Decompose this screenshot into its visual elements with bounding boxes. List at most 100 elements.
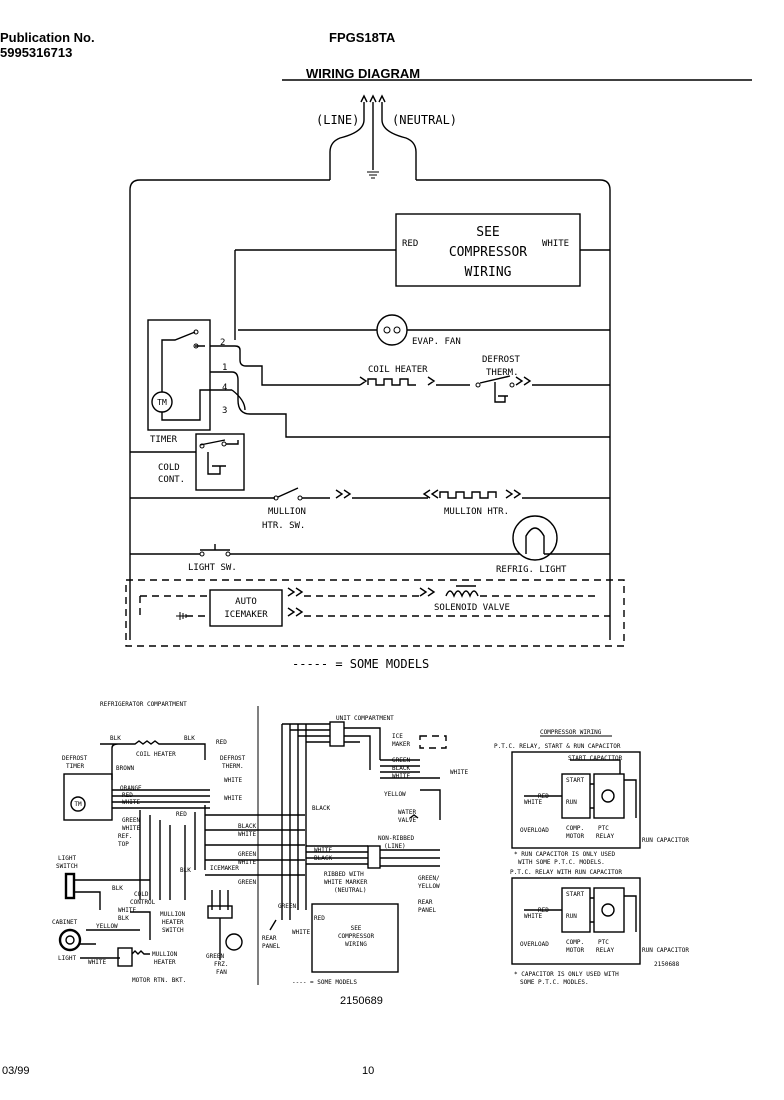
power-cord-connector bbox=[367, 845, 381, 869]
unit-connector bbox=[329, 721, 345, 747]
cold-control-switch-icon bbox=[199, 439, 239, 475]
cabinet-light-icon bbox=[58, 928, 82, 952]
doc-number-right: 2150688 bbox=[654, 961, 680, 968]
water-label: WATER bbox=[398, 809, 416, 816]
overload-label: OVERLOAD bbox=[520, 827, 549, 834]
cold-label: COLD bbox=[158, 463, 180, 473]
terminal-4: 4 bbox=[222, 383, 227, 393]
start-capacitor-label: START CAPACITOR bbox=[568, 755, 623, 762]
some-models-legend: ----- = SOME MODELS bbox=[292, 657, 429, 671]
mullion-sw-label: MULLION bbox=[268, 507, 306, 517]
green-label-5: GREEN bbox=[278, 903, 296, 910]
evap-fan-label: EVAP. FAN bbox=[412, 337, 461, 347]
line-label-2: (LINE) bbox=[384, 843, 406, 850]
blk-label-5: BLK bbox=[118, 915, 129, 922]
frz-label: FRZ. bbox=[214, 961, 228, 968]
note2-line1: * CAPACITOR IS ONLY USED WITH bbox=[514, 971, 619, 978]
white-label-2: WHITE bbox=[224, 795, 242, 802]
terminal-3: 3 bbox=[222, 406, 227, 416]
cabinet-label: CABINET bbox=[52, 919, 78, 926]
timer-motor-icon-2 bbox=[70, 796, 86, 812]
timer-label: TIMER bbox=[150, 435, 178, 445]
light-switch-icon bbox=[199, 544, 231, 557]
wiring-harness-diagram: REFRIGERATOR COMPARTMENT UNIT COMPARTMEN… bbox=[52, 701, 468, 1007]
icemaker-label-2: ICEMAKER bbox=[210, 865, 239, 872]
start-label-2: START bbox=[566, 891, 584, 898]
solenoid-valve-label: SOLENOID VALVE bbox=[434, 603, 510, 613]
heater-label-2: HEATER bbox=[154, 959, 176, 966]
white-label-7: WHITE bbox=[118, 907, 136, 914]
red-label-2: RED bbox=[122, 792, 133, 799]
top-label: TOP bbox=[118, 841, 129, 848]
ptc-relay-with-run-label: P.T.C. RELAY WITH RUN CAPACITOR bbox=[510, 869, 622, 876]
white-label-6: WHITE bbox=[238, 859, 256, 866]
defrost-label-2: DEFROST bbox=[220, 755, 246, 762]
comp-label: COMP. bbox=[566, 825, 584, 832]
refrigerator-compartment-label: REFRIGERATOR COMPARTMENT bbox=[100, 701, 187, 708]
htr-sw-label: HTR. SW. bbox=[262, 521, 305, 531]
rear-label-2: REAR bbox=[418, 899, 433, 906]
publication-number: 5995316713 bbox=[0, 45, 73, 60]
timer-box bbox=[147, 319, 211, 431]
white-label-14: WHITE bbox=[524, 913, 542, 920]
comp-label-2: COMP. bbox=[566, 939, 584, 946]
neutral-label: (NEUTRAL) bbox=[392, 113, 457, 127]
compressor-box-1 bbox=[511, 751, 641, 849]
blk-label-3: BLK bbox=[112, 885, 123, 892]
motor-label: MOTOR bbox=[566, 833, 584, 840]
light-switch-icon-2 bbox=[64, 872, 76, 900]
motor-label-2: MOTOR bbox=[566, 947, 584, 954]
yellow-label-3: YELLOW bbox=[418, 883, 440, 890]
cold-label-2: COLD bbox=[134, 891, 149, 898]
valve-label: VALVE bbox=[398, 817, 416, 824]
publication-label: Publication No. bbox=[0, 30, 95, 45]
red-label-6: RED bbox=[538, 907, 549, 914]
white-label-3: WHITE bbox=[122, 799, 140, 806]
ice-label: ICE bbox=[392, 733, 403, 740]
note1-line2: WITH SOME P.T.C. MODELS. bbox=[518, 859, 605, 866]
compressor-label: COMPRESSOR bbox=[449, 245, 527, 260]
white-label-11: WHITE bbox=[314, 847, 332, 854]
coil-heater-label-2: COIL HEATER bbox=[136, 751, 176, 758]
black-label-2: BLACK bbox=[392, 765, 410, 772]
light-label-2: LIGHT bbox=[58, 955, 76, 962]
diagram-title: WIRING DIAGRAM bbox=[306, 66, 421, 81]
icemaker-label: ICEMAKER bbox=[224, 610, 268, 620]
ref-label: REF. bbox=[118, 833, 132, 840]
green-label-1: GREEN bbox=[122, 817, 140, 824]
coil-heater-icon bbox=[359, 376, 436, 386]
light-label: LIGHT bbox=[58, 855, 76, 862]
neutral-label-2: (NEUTRAL) bbox=[334, 887, 367, 894]
ptc-relay-box-2 bbox=[593, 887, 625, 933]
terminal-1: 1 bbox=[222, 363, 227, 373]
defrost-label: DEFROST bbox=[482, 355, 521, 365]
freezer-fan-icon bbox=[225, 933, 243, 951]
compressor-wiring-diagram: COMPRESSOR WIRING P.T.C. RELAY, START & … bbox=[494, 729, 689, 986]
blk-label-2: BLK bbox=[184, 735, 195, 742]
non-ribbed-label: NON-RIBBED bbox=[378, 835, 415, 842]
run-capacitor-label-2: RUN CAPACITOR bbox=[642, 947, 689, 954]
light-sw-label: LIGHT SW. bbox=[188, 563, 237, 573]
defrost-timer-box bbox=[63, 773, 113, 821]
mullion-label-2: MULLION bbox=[160, 911, 186, 918]
white-label-5: WHITE bbox=[238, 831, 256, 838]
start-label: START bbox=[566, 777, 584, 784]
solenoid-valve-icon bbox=[445, 585, 479, 598]
run-label-2: RUN bbox=[566, 913, 577, 920]
defrost-thermostat-icon bbox=[475, 375, 515, 403]
motor-rtn-bkt-label: MOTOR RTN. BKT. bbox=[132, 977, 186, 984]
mullion-htr-label: MULLION HTR. bbox=[444, 507, 509, 517]
green-label-3: GREEN bbox=[238, 879, 256, 886]
model-number: FPGS18TA bbox=[329, 30, 396, 45]
red-label-5: RED bbox=[538, 793, 549, 800]
line-label: (LINE) bbox=[316, 113, 359, 127]
main-diagram: (LINE) (NEUTRAL) SEE COMPRESSOR WIRING R… bbox=[125, 94, 625, 671]
yellow-label-2: YELLOW bbox=[384, 791, 406, 798]
green-label-4: GREEN bbox=[206, 953, 224, 960]
compressor-box-2 bbox=[511, 877, 641, 965]
white-marker-label: WHITE MARKER bbox=[324, 879, 368, 886]
evap-fan-icon bbox=[376, 314, 408, 346]
white-label-8: WHITE bbox=[88, 959, 106, 966]
cont-label: CONT. bbox=[158, 475, 185, 485]
